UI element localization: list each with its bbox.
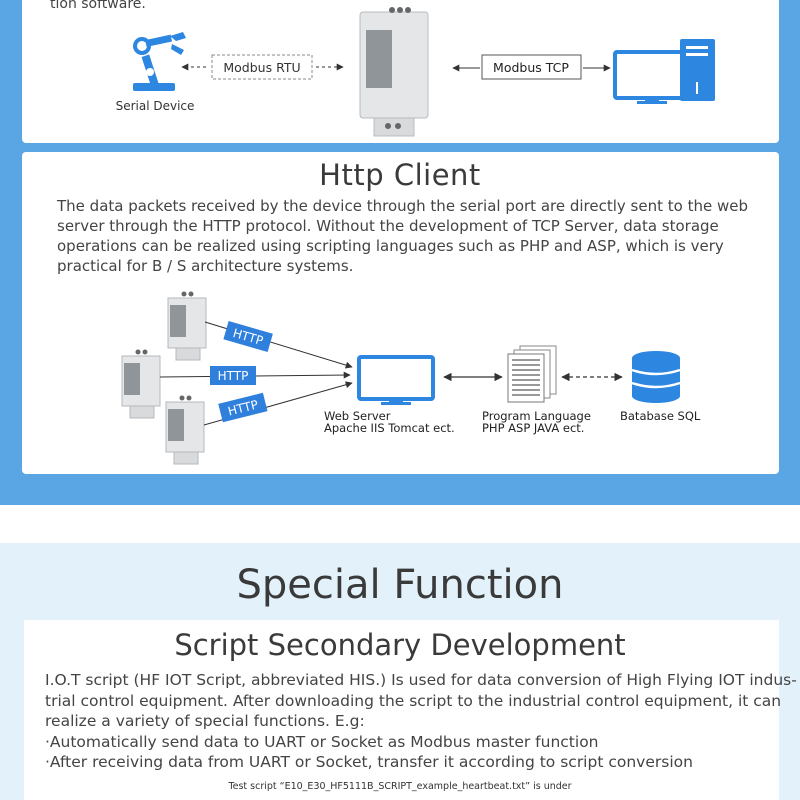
program-language-label: Program Language xyxy=(482,409,591,423)
modbus-tcp-label: Modbus TCP xyxy=(493,60,569,75)
web-server-sublabel: Apache IIS Tomcat ect. xyxy=(324,421,455,435)
robot-arm-icon xyxy=(133,32,186,91)
din-device-icon-3 xyxy=(165,395,205,465)
modbus-tcp-box xyxy=(481,54,582,80)
http-client-title: Http Client xyxy=(319,158,481,192)
script-title: Script Secondary Development xyxy=(174,628,626,662)
program-language-sublabel: PHP ASP JAVA ect. xyxy=(482,421,584,435)
script-line: I.O.T script (HF IOT Script, abbreviated… xyxy=(45,671,797,689)
script-line: realize a variety of special functions. … xyxy=(45,712,365,730)
script-bullet: ·After receiving data from UART or Socke… xyxy=(45,753,693,771)
test-script-line: Test script “E10_E30_HF5111B_SCRIPT_exam… xyxy=(228,781,572,792)
script-card xyxy=(24,620,779,800)
serial-device-label: Serial Device xyxy=(116,99,195,113)
script-line: trial control equipment. After downloadi… xyxy=(45,691,782,710)
din-rail-device-icon xyxy=(359,7,429,137)
computer-icon xyxy=(613,39,715,104)
din-device-icon-2 xyxy=(121,349,161,419)
http-tag-1: HTTP xyxy=(223,321,273,352)
modbus-rtu-label: Modbus RTU xyxy=(223,60,300,75)
web-server-monitor-icon xyxy=(357,355,435,405)
din-device-icon-1 xyxy=(167,291,207,361)
web-server-label: Web Server xyxy=(324,409,391,423)
http-tag-2: HTTP xyxy=(210,366,256,385)
http-tag-3: HTTP xyxy=(218,392,268,423)
program-document-icon xyxy=(507,345,557,403)
database-label: Batabase SQL xyxy=(620,409,701,423)
database-icon xyxy=(631,351,681,403)
modbus-rtu-box xyxy=(211,54,313,80)
http-client-description: The data packets received by the device … xyxy=(57,197,748,275)
partial-description-text: tion software. xyxy=(50,0,146,12)
script-description: I.O.T script (HF IOT Script, abbreviated… xyxy=(45,670,797,773)
special-function-title: Special Function xyxy=(236,562,564,608)
http-client-card xyxy=(22,152,779,474)
script-bullet: ·Automatically send data to UART or Sock… xyxy=(45,732,599,751)
svg-text:HTTP: HTTP xyxy=(218,369,249,383)
